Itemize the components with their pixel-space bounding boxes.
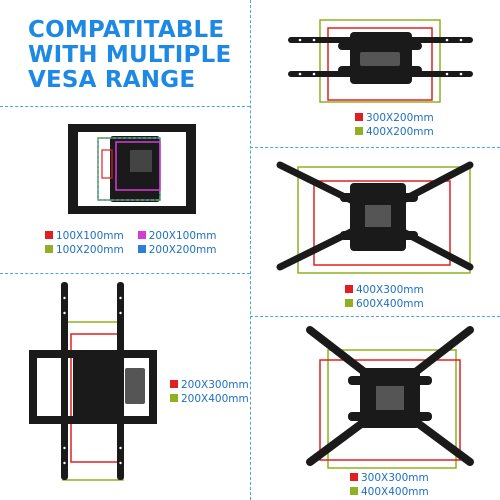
- legend-item: 200X100mm: [137, 229, 216, 243]
- mount-diagram-3: [276, 161, 474, 274]
- green-swatch-icon: [170, 394, 178, 402]
- legend-item: 100X200mm: [45, 243, 124, 257]
- legend-item: 400X400mm: [350, 485, 429, 499]
- title-line-1: COMPATITABLE: [28, 17, 225, 43]
- green-swatch-icon: [350, 487, 358, 495]
- legend-item: 400X300mm: [345, 283, 424, 297]
- legend-panel-3: 400X300mm 600X400mm: [345, 283, 424, 311]
- title-line-2: WITH MULTIPLE: [28, 42, 232, 68]
- divider-vertical: [250, 0, 251, 500]
- divider-top-left: [0, 106, 250, 107]
- divider-top-right: [250, 147, 500, 148]
- blue-swatch-icon: [137, 245, 146, 253]
- magenta-swatch-icon: [137, 231, 146, 239]
- legend-panel-2: 100X100mm 200X100mm 100X200mm 200X200mm: [45, 229, 216, 257]
- legend-item: 400X200mm: [355, 125, 434, 139]
- green-swatch-icon: [345, 299, 353, 307]
- legend-panel-1: 300X200mm 400X200mm: [355, 111, 434, 139]
- legend-item: 200X200mm: [137, 243, 216, 257]
- legend-item: 600X400mm: [345, 297, 424, 311]
- legend-panel-4: 200X300mm 200X400mm: [170, 378, 249, 406]
- mount-diagram-4: [29, 282, 157, 481]
- legend-item: 200X400mm: [170, 392, 249, 406]
- legend-item: 300X200mm: [355, 111, 434, 125]
- green-swatch-icon: [355, 127, 363, 135]
- green-swatch-icon: [45, 245, 53, 253]
- red-swatch-icon: [355, 113, 363, 121]
- mount-diagram-5: [306, 326, 474, 469]
- legend-row: 100X200mm 200X200mm: [45, 243, 216, 257]
- title-line-3: VESA RANGE: [28, 67, 196, 93]
- legend-row: 100X100mm 200X100mm: [45, 229, 216, 243]
- divider-mid-right: [250, 316, 500, 317]
- mount-diagram-1: [288, 19, 473, 103]
- legend-item: 200X300mm: [170, 378, 249, 392]
- red-swatch-icon: [170, 380, 178, 388]
- legend-panel-5: 300X300mm 400X400mm: [350, 471, 429, 499]
- divider-mid-left: [0, 273, 250, 274]
- mount-diagram-2: [68, 124, 196, 214]
- red-swatch-icon: [345, 285, 353, 293]
- legend-item: 100X100mm: [45, 229, 124, 243]
- red-swatch-icon: [45, 231, 53, 239]
- legend-item: 300X300mm: [350, 471, 429, 485]
- red-swatch-icon: [350, 473, 358, 481]
- page-title: COMPATITABLE WITH MULTIPLE VESA RANGE: [28, 18, 231, 93]
